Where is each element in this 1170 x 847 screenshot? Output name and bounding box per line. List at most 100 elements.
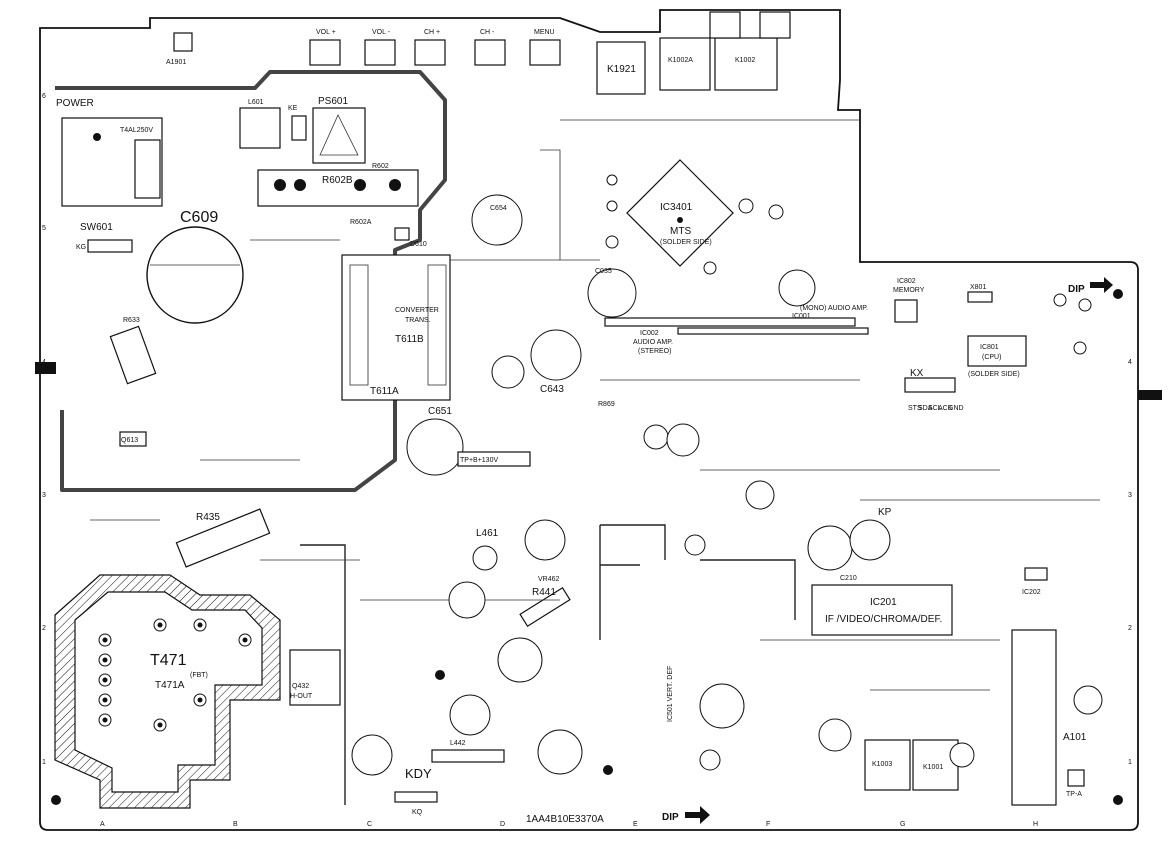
- component-pads: [51, 174, 1123, 805]
- label-x801: X801: [970, 284, 986, 291]
- coil-l601: [239, 107, 281, 149]
- svg-text:2: 2: [1128, 625, 1132, 632]
- converter-t611: [341, 254, 451, 401]
- label-kx: KX: [910, 368, 924, 379]
- connector-kg: [87, 239, 133, 253]
- label-ic002: IC002: [640, 330, 659, 337]
- capacitor-c654: [471, 194, 523, 246]
- label-kq: KQ: [412, 809, 423, 816]
- fbt-hatch-inner: [74, 591, 263, 793]
- resistor-r633: [109, 325, 157, 385]
- label-ic802: IC802: [897, 278, 916, 285]
- label-c643: C643: [540, 384, 564, 395]
- svg-text:3: 3: [42, 492, 46, 499]
- label-ic802-desc: MEMORY: [893, 287, 925, 294]
- label-ic801-desc: (CPU): [982, 354, 1001, 361]
- svg-text:4: 4: [1128, 359, 1132, 366]
- label-l601: L601: [248, 99, 264, 106]
- label-ic002-desc: AUDIO AMP.: [633, 339, 673, 346]
- r602b-pads: [274, 179, 401, 191]
- label-ic002-note: (STEREO): [638, 348, 671, 355]
- label-vr462: VR462: [538, 576, 560, 583]
- label-ps601: PS601: [318, 96, 348, 107]
- label-power: POWER: [56, 98, 94, 109]
- label-t611a: T611A: [370, 386, 399, 397]
- coil-l461: [472, 545, 498, 571]
- label-kp: KP: [878, 507, 892, 518]
- label-r441: R441: [532, 587, 556, 598]
- label-k1002: K1002: [735, 57, 755, 64]
- jack-k1001: [912, 739, 959, 791]
- svg-text:SDA: SDA: [918, 405, 933, 412]
- label-c654: C654: [490, 205, 507, 212]
- label-a1901: A1901: [166, 59, 186, 66]
- top-buttons: [309, 39, 561, 66]
- capacitor-c609: [146, 226, 244, 324]
- dip-arrow-top: [1090, 277, 1113, 293]
- label-converter: CONVERTER: [395, 307, 439, 314]
- label-tp-b: TP+B+130V: [460, 457, 498, 464]
- ic002-strip: [677, 327, 869, 335]
- ic802: [894, 299, 918, 323]
- label-c609: C609: [180, 209, 218, 226]
- edge-marker-left: [35, 362, 56, 374]
- svg-text:C: C: [367, 821, 372, 828]
- connector-kdy: [431, 749, 505, 763]
- svg-text:5: 5: [42, 225, 46, 232]
- label-r602a: R602A: [350, 219, 372, 226]
- capacitor-c210: [807, 525, 853, 571]
- svg-text:G: G: [900, 821, 905, 828]
- label-r602: R602: [372, 163, 389, 170]
- label-ch-up: CH +: [424, 29, 440, 36]
- label-ic801: IC801: [980, 344, 999, 351]
- fbt-pins: [98, 618, 252, 732]
- label-ic001: IC001: [792, 313, 811, 320]
- label-trans: TRANS.: [405, 317, 431, 324]
- capacitor-c035: [587, 268, 637, 318]
- x801: [967, 291, 993, 303]
- tp-a: [1067, 769, 1085, 787]
- capacitor-c651: [406, 418, 464, 476]
- label-r633: R633: [123, 317, 140, 324]
- label-ic3401: IC3401: [660, 202, 693, 213]
- kx-pin-labels: STS SDA SCL ACK GND: [908, 405, 964, 412]
- svg-text:ACK: ACK: [938, 405, 953, 412]
- label-ic202: IC202: [1022, 589, 1041, 596]
- label-ic3401-note: (SOLDER SIDE): [660, 239, 712, 246]
- label-dip-bottom: DIP: [662, 812, 679, 823]
- label-c210: C210: [840, 575, 857, 582]
- label-t471a: T471A: [155, 680, 185, 691]
- svg-text:1: 1: [42, 759, 46, 766]
- svg-text:E: E: [633, 821, 638, 828]
- ic001-strip: [604, 317, 856, 327]
- label-ch-down: CH -: [480, 29, 495, 36]
- ground-trace: [55, 70, 447, 492]
- label-vol-down: VOL -: [372, 29, 391, 36]
- label-ic201-desc: IF /VIDEO/CHROMA/DEF.: [825, 614, 942, 625]
- label-q613: Q613: [121, 437, 138, 444]
- label-ic201: IC201: [870, 597, 897, 608]
- label-kg: KG: [76, 244, 86, 251]
- power-switch-pad: [93, 133, 101, 141]
- label-sw601: SW601: [80, 222, 113, 233]
- label-t611b: T611B: [395, 334, 424, 345]
- label-k1003: K1003: [872, 761, 892, 768]
- ic201: [811, 584, 953, 636]
- label-c035: C035: [595, 268, 612, 275]
- label-k1002a: K1002A: [668, 57, 693, 64]
- ic801: [967, 335, 1027, 367]
- connector-a1901: [173, 32, 193, 52]
- tp-b-130v: [457, 451, 531, 467]
- label-l442: L442: [450, 740, 466, 747]
- connector-ke: [291, 115, 307, 141]
- board-outline: [39, 9, 1139, 831]
- label-ic801-note: (SOLDER SIDE): [968, 371, 1020, 378]
- connector-kx: [904, 377, 956, 393]
- label-k1921: K1921: [607, 64, 636, 75]
- resistor-r435: [175, 508, 271, 568]
- label-k1001: K1001: [923, 764, 943, 771]
- ic3401: [626, 159, 734, 267]
- label-part-number: 1AA4B10E3370A: [526, 814, 604, 825]
- svg-text:STS: STS: [908, 405, 922, 412]
- board-traces: [39, 119, 1100, 805]
